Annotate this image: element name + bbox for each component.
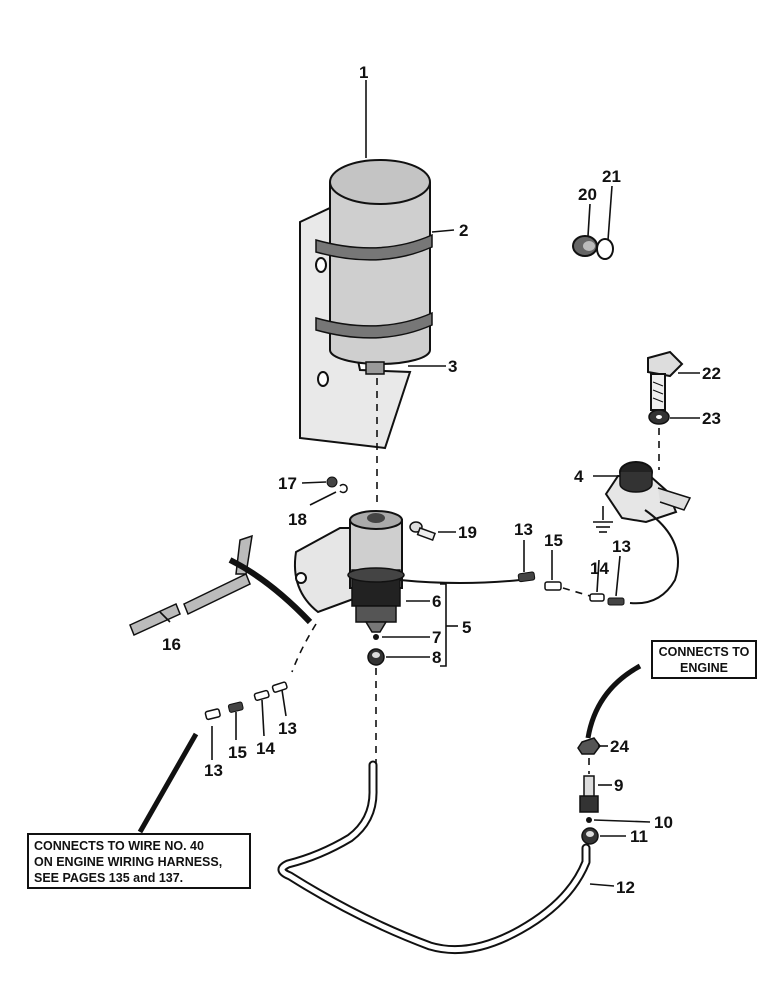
engine-callout-line-1: CONNECTS TO — [659, 645, 750, 659]
wire-callout-line-3: SEE PAGES 135 and 137. — [34, 871, 183, 885]
engine-callout-leader — [585, 663, 642, 739]
strap — [315, 233, 433, 339]
wire-callout-line-2: ON ENGINE WIRING HARNESS, — [34, 855, 222, 869]
sender — [593, 461, 692, 605]
label-14-right: 14 — [590, 559, 609, 578]
label-1: 1 — [359, 63, 368, 82]
label-11: 11 — [630, 827, 648, 846]
label-13-lower-right: 13 — [278, 719, 297, 738]
screw — [409, 521, 436, 542]
label-7: 7 — [432, 628, 441, 647]
o-ring — [596, 238, 614, 260]
label-17: 17 — [278, 474, 297, 493]
label-21: 21 — [602, 167, 621, 186]
wire-terminal — [204, 708, 221, 721]
label-24: 24 — [610, 737, 629, 756]
label-15-right: 15 — [544, 531, 563, 550]
label-20: 20 — [578, 185, 597, 204]
connector — [589, 593, 605, 602]
sender-wire — [399, 579, 521, 584]
fitting — [577, 737, 601, 845]
wire-callout-leader — [137, 732, 199, 834]
label-3: 3 — [448, 357, 457, 376]
harness-connector — [129, 534, 313, 637]
terminal-sleeve — [544, 581, 562, 591]
label-23: 23 — [702, 409, 721, 428]
engine-callout-line-2: ENGINE — [680, 661, 728, 675]
leader-lines — [159, 80, 700, 887]
wire-terminal — [271, 681, 288, 693]
label-12: 12 — [616, 878, 635, 897]
valve-nut — [367, 648, 385, 666]
wire-terminal — [517, 571, 536, 583]
label-4: 4 — [574, 467, 584, 486]
group-bracket — [440, 583, 447, 667]
label-14-left: 14 — [256, 739, 275, 758]
label-13-lower-left: 13 — [204, 761, 223, 780]
valve-assembly — [294, 510, 405, 633]
engine-callout: CONNECTS TO ENGINE — [651, 640, 757, 679]
label-15-left: 15 — [228, 743, 247, 762]
label-6: 6 — [432, 592, 441, 611]
label-10: 10 — [654, 813, 673, 832]
wire-callout: CONNECTS TO WIRE NO. 40 ON ENGINE WIRING… — [27, 833, 251, 889]
label-2: 2 — [459, 221, 468, 240]
connector-alignment-line — [562, 587, 591, 597]
label-16: 16 — [162, 635, 181, 654]
wire-terminal — [607, 597, 625, 606]
label-5: 5 — [462, 618, 471, 637]
label-13-sender: 13 — [612, 537, 631, 556]
label-19: 19 — [458, 523, 477, 542]
valve-ball — [373, 634, 379, 640]
wire-callout-line-1: CONNECTS TO WIRE NO. 40 — [34, 839, 204, 853]
tube — [277, 760, 591, 955]
label-8: 8 — [432, 648, 441, 667]
connector — [253, 689, 270, 702]
harness-alignment-line — [291, 623, 317, 673]
bolt — [647, 350, 684, 411]
label-13-wire: 13 — [514, 520, 533, 539]
label-22: 22 — [702, 364, 721, 383]
label-18: 18 — [288, 510, 307, 529]
canister — [329, 159, 431, 375]
part-numbers: 1 2 3 4 5 6 7 8 9 10 11 12 13 13 13 13 1… — [162, 63, 721, 897]
terminal-sleeve — [227, 701, 244, 713]
grommet — [326, 476, 338, 488]
plug — [572, 235, 598, 257]
label-9: 9 — [614, 776, 623, 795]
clip — [339, 483, 348, 494]
